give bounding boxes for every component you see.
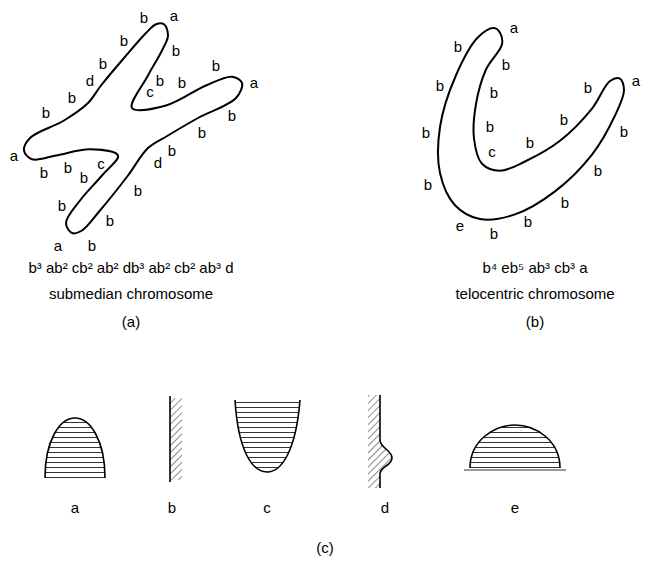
- panel-label: (b): [526, 314, 544, 331]
- chromosome-letter: d: [154, 155, 162, 172]
- chromosome-group: [24, 23, 624, 233]
- chromosome-letter: b: [198, 125, 206, 142]
- chromosome-letter: b: [168, 142, 176, 159]
- flat-dome-hatch: [470, 425, 560, 468]
- chromosome-letter: b: [502, 57, 510, 74]
- dome-hatch: [45, 418, 105, 478]
- chromosome-outline: [438, 28, 624, 220]
- band-formula: b³ ab² cb² ab² db³ ab² cb² ab³ d: [28, 260, 233, 277]
- panel-label: (c): [316, 540, 334, 557]
- shape-label: b: [168, 500, 176, 517]
- chromosome-letter: b: [178, 75, 186, 92]
- band-shape-group: [45, 395, 566, 488]
- chromosome-letter: a: [250, 75, 258, 92]
- trough-hatch: [235, 400, 300, 472]
- chromosome-letter: b: [490, 226, 498, 243]
- chromosome-letter: b: [99, 56, 107, 73]
- chromosome-letter: e: [456, 218, 464, 235]
- chromosome-letter: d: [86, 72, 94, 89]
- chromosome-letter: a: [170, 7, 178, 24]
- chromosome-letter: b: [526, 135, 534, 152]
- chromosome-letter: b: [134, 182, 142, 199]
- chromosome-letter: b: [228, 107, 236, 124]
- edge-hatch: [170, 398, 182, 480]
- chromosome-letter: b: [64, 160, 72, 177]
- shape-label: e: [511, 500, 519, 517]
- chromosome-letter: a: [10, 147, 18, 164]
- notch-edge: [380, 395, 392, 488]
- chromosome-letter: b: [524, 214, 532, 231]
- chromosome-type: telocentric chromosome: [455, 286, 614, 303]
- chromosome-letter: c: [488, 144, 496, 161]
- chromosome-letter: b: [424, 176, 432, 193]
- chromosome-letter: b: [490, 84, 498, 101]
- chromosome-letter: b: [156, 72, 164, 89]
- chromosome-letter: c: [97, 156, 105, 173]
- chromosome-letter: a: [510, 20, 518, 37]
- shape-label: c: [263, 500, 271, 517]
- chromosome-letter: b: [80, 170, 88, 187]
- straight-edge: [169, 396, 171, 482]
- chromosome-letter: b: [106, 212, 114, 229]
- notch-hatch: [368, 395, 392, 488]
- band-formula: b⁴ eb⁵ ab³ cb³ a: [482, 260, 587, 277]
- chromosome-letter: b: [212, 57, 220, 74]
- chromosome-letter: b: [422, 125, 430, 142]
- shape-label: d: [381, 500, 389, 517]
- chromosome-letter: b: [594, 162, 602, 179]
- chromosome-letter: b: [584, 80, 592, 97]
- chromosome-letter: b: [140, 10, 148, 27]
- chromosome-type: submedian chromosome: [49, 286, 213, 303]
- chromosome-letter: b: [42, 105, 50, 122]
- chromosome-letter: b: [560, 112, 568, 129]
- chromosome-letter: b: [454, 38, 462, 55]
- flat-dome-base: [464, 470, 566, 471]
- trough-outline: [235, 400, 300, 472]
- chromosome-letter: a: [54, 237, 62, 254]
- chromosome-letter: c: [146, 84, 154, 101]
- panel-label: (a): [122, 314, 140, 331]
- chromosome-letter: b: [561, 195, 569, 212]
- chromosome-letter: a: [632, 73, 640, 90]
- chromosome-letter: b: [68, 90, 76, 107]
- chromosome-letter: b: [172, 42, 180, 59]
- chromosome-letter: b: [486, 119, 494, 136]
- chromosome-letter: b: [620, 123, 628, 140]
- chromosome-letter: b: [436, 77, 444, 94]
- chromosome-letter: b: [40, 165, 48, 182]
- dome-outline: [45, 418, 105, 478]
- chromosome-outline: [24, 23, 242, 233]
- flat-dome-outline: [470, 425, 560, 468]
- chromosome-letter: b: [88, 237, 96, 254]
- shape-label: a: [71, 500, 79, 517]
- chromosome-letter: b: [120, 32, 128, 49]
- chromosome-letter: b: [58, 197, 66, 214]
